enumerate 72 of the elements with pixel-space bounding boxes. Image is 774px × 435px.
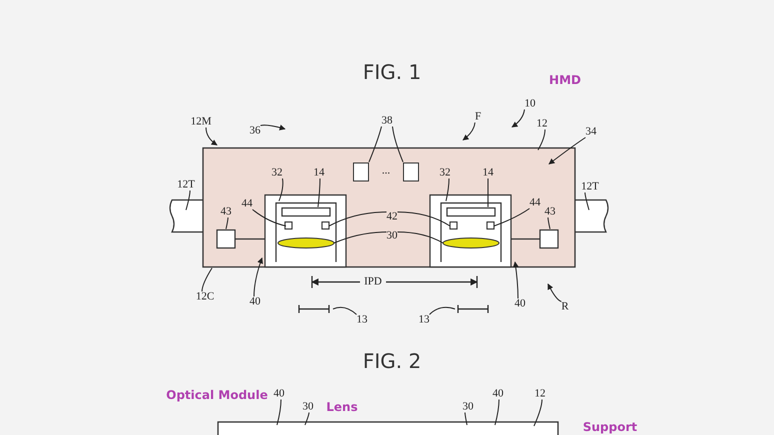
leader-arrow [548,283,562,302]
reference-numeral: 43 [544,206,556,218]
reference-numeral: 12T [581,182,599,192]
leader-line [186,190,190,210]
leader-line [392,126,404,162]
annotation-label: Lens [326,401,358,413]
leader-line [334,232,387,244]
reference-numeral: 12M [190,116,212,128]
leader-arrow [512,109,525,128]
leader-line [446,178,450,202]
leader-line [429,306,456,315]
reference-numeral: 10 [524,98,536,110]
reference-numeral: 42 [386,212,398,222]
reference-numeral: 40 [492,388,504,400]
leader-line [318,178,320,208]
reference-numeral: 30 [462,402,474,412]
leader-line [538,129,546,150]
reference-numeral: 34 [586,126,596,138]
leader-arrow [512,261,519,299]
leader-arrow [254,257,264,297]
figure-title: FIG. 1 [362,62,422,82]
leader-arrow [206,127,218,146]
annotation-label: Support [582,421,638,433]
leader-line [534,399,542,426]
annotation-label: HMD [549,74,581,86]
dimension-label: IPD [364,276,382,288]
reference-numeral: 40 [514,298,526,310]
ellipsis-label: ... [382,166,390,176]
reference-numeral: 13 [356,314,368,326]
reference-numeral: 44 [242,198,252,210]
reference-numeral: 12C [196,292,214,302]
reference-numeral: 38 [382,116,392,126]
leader-arrow [260,124,286,130]
leader-line [226,217,228,230]
reference-numeral: 44 [530,198,540,208]
reference-numeral: 12T [177,180,195,190]
reference-numeral: 32 [440,168,450,178]
leader-line [202,268,212,292]
leader-line [494,399,500,426]
reference-numeral: 14 [314,168,324,178]
leader-line [252,209,286,226]
reference-numeral: F [474,112,482,122]
annotation-label: Optical Module [166,389,268,401]
leader-line [368,126,382,162]
leader-line [304,412,310,426]
leader-line [276,399,282,426]
reference-numeral: 43 [220,206,232,218]
leader-line [584,192,590,210]
leader-line [494,208,530,226]
reference-numeral: 12 [536,118,548,130]
reference-numeral: 32 [272,168,282,178]
leader-line [397,212,450,226]
reference-numeral: 12 [534,388,546,400]
sensor-box [353,162,369,181]
leader-line [328,212,387,226]
figure-title: FIG. 2 [362,351,422,371]
leader-line [278,178,284,202]
reference-numeral: 14 [482,168,494,178]
reference-numeral: 30 [386,230,398,242]
leader-line [464,412,468,426]
leader-line [332,306,357,315]
reference-numeral: 13 [418,314,430,326]
reference-numeral: 36 [250,126,260,136]
reference-numeral: 30 [302,402,314,412]
reference-numeral: R [561,302,569,312]
leader-line [397,232,444,244]
reference-numeral: 40 [250,296,260,308]
reference-numeral: 40 [274,388,284,400]
leader-arrow [548,137,586,164]
leader-line [548,217,550,230]
sensor-box [403,162,419,181]
leader-arrow [462,122,476,140]
